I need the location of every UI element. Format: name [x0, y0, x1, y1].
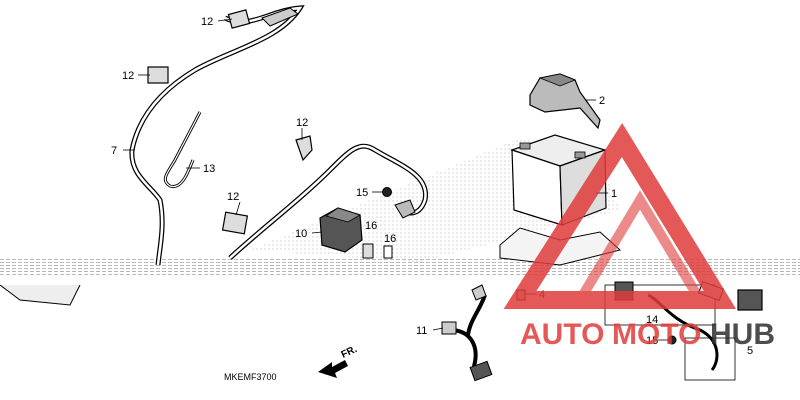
callout-10: 10 [295, 228, 307, 240]
diagram-code: MKEMF3700 [224, 372, 277, 382]
battery-cable-inner [229, 144, 427, 259]
callout-5: 5 [747, 345, 753, 357]
wire-harness-7 [129, 5, 305, 266]
terminal-11 [441, 321, 457, 335]
wire-harness-7-inner [130, 6, 303, 266]
callout-12-top: 12 [201, 16, 213, 28]
fuse-16a [362, 243, 374, 259]
callout-12-low: 12 [227, 191, 239, 203]
front-arrow [318, 360, 348, 378]
watermark-text-auto: AUTO [520, 318, 604, 351]
relay-5 [737, 289, 763, 311]
cable-tie-13-inner [164, 111, 201, 188]
callout-14: 14 [646, 314, 658, 326]
callout-13: 13 [203, 163, 215, 175]
clip-bracket [471, 284, 487, 301]
clip-12-top [227, 9, 251, 29]
terminal-top [261, 7, 299, 27]
battery-cover-2 [529, 73, 601, 130]
clip-12-mid [295, 135, 313, 162]
callout-15-top: 15 [356, 187, 368, 199]
watermark-logo [503, 123, 737, 309]
clip-12-left [147, 66, 169, 84]
starter-relay-10 [319, 207, 363, 253]
watermark-text-moto: MOTO [612, 318, 701, 351]
callout-15-bottom: 15 [646, 335, 658, 347]
callout-7: 7 [111, 145, 117, 157]
bolt-15a [382, 187, 392, 197]
callout-12-left: 12 [122, 70, 134, 82]
callout-box-5 [684, 337, 736, 381]
callout-16-b: 16 [384, 233, 396, 245]
left-edge-part [0, 284, 81, 306]
callout-16-a: 16 [365, 220, 377, 232]
fuse-16b [383, 245, 393, 259]
terminal-mid [394, 199, 416, 219]
connector-11 [469, 360, 493, 382]
callout-2: 2 [599, 95, 605, 107]
callout-11: 11 [416, 325, 427, 337]
callout-12-mid: 12 [296, 117, 308, 129]
watermark-text-hub: HUB [710, 318, 775, 351]
clip-12-low [221, 211, 249, 235]
callout-1: 1 [611, 188, 617, 200]
front-direction-label: FR. [340, 344, 359, 361]
negative-cable-11b [466, 294, 487, 336]
